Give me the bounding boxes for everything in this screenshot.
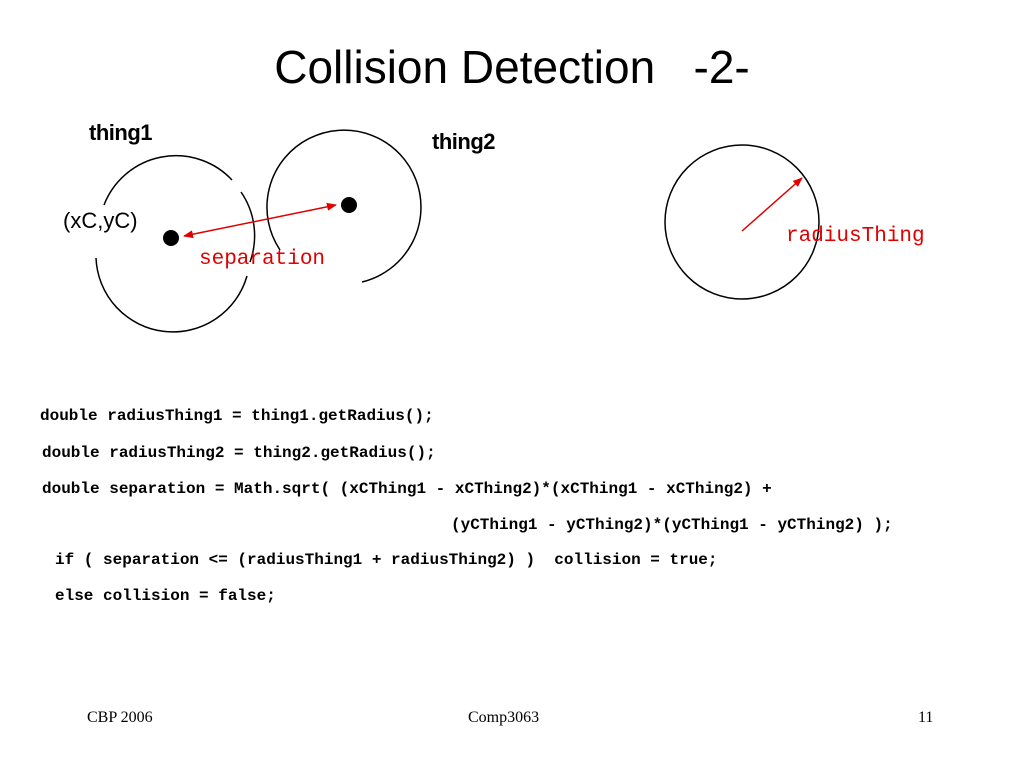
thing1-center-dot [163,230,179,246]
thing1-circle [103,154,233,206]
footer-center: Comp3063 [468,709,540,726]
thing1-label: thing1 [89,120,153,145]
thing1-circle-lower [95,257,248,333]
code-line-2: double radiusThing2 = thing2.getRadius()… [42,444,436,462]
code-line-3: double separation = Math.sqrt( (xCThing1… [42,480,772,498]
code-line-4: (yCThing1 - yCThing2)*(yCThing1 - yCThin… [451,516,893,534]
code-line-1: double radiusThing1 = thing1.getRadius()… [40,407,434,425]
slide-title: Collision Detection -2- [274,41,750,93]
code-line-5: if ( separation <= (radiusThing1 + radiu… [55,551,718,569]
radius-arrow [741,177,803,232]
center-coordinate-label: (xC,yC) [63,208,138,233]
radius-label: radiusThing [786,225,925,248]
thing2-center-dot [341,197,357,213]
code-line-6: else collision = false; [55,587,276,605]
separation-arrow [183,202,337,239]
thing2-circle [266,129,422,283]
separation-label: separation [199,248,326,271]
footer-left: CBP 2006 [87,709,153,726]
thing2-label: thing2 [432,129,496,154]
page-number: 11 [918,709,934,726]
radius-circle [664,144,820,300]
